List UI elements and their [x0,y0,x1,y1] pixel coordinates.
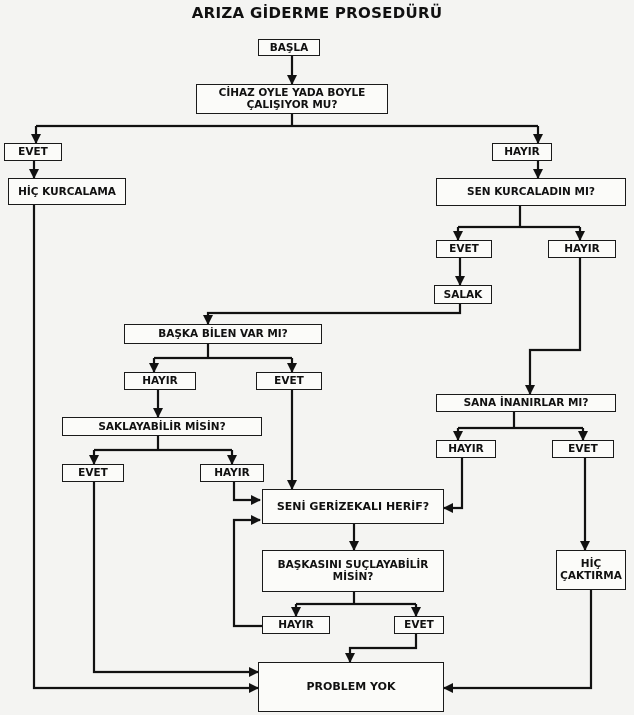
result-dont-touch: HİÇ KURCALAMA [8,178,126,205]
question-do-they-believe: SANA İNANIRLAR MI? [436,394,616,412]
question-anyone-else-knows: BAŞKA BİLEN VAR MI? [124,324,322,344]
answer-no-believe: HAYIR [436,440,496,458]
answer-no-working: HAYIR [492,143,552,161]
edge-salak-baskabilen [203,304,462,325]
answer-no-hide: HAYIR [200,464,264,482]
edge-kurcaladin-branch [458,206,580,229]
result-no-problem: PROBLEM YOK [258,662,444,712]
edge-q1-branch [36,114,538,128]
edge-baskabilen-branch [154,344,292,360]
edge-hayir5-gerizekali [443,458,464,513]
edge-kurcalama-problem [32,205,259,693]
answer-no-anyone: HAYIR [124,372,196,390]
result-dont-let-on: HİÇ ÇAKTIRMA [556,550,626,590]
start-node: BAŞLA [258,39,320,56]
answer-yes-tampered: EVET [436,240,492,258]
question-can-blame-others: BAŞKASINI SUÇLAYABİLİR MİSİN? [262,550,444,592]
diagram-title: ARIZA GİDERME PROSEDÜRÜ [191,4,443,22]
result-stupid: SALAK [434,285,492,304]
question-did-you-tamper: SEN KURCALADIN MI? [436,178,626,206]
answer-yes-blame: EVET [394,616,444,634]
edge-evet4-problem [92,482,259,677]
question-can-you-hide: SAKLAYABİLİR MİSİN? [62,417,262,436]
edge-suclayabilir-branch [296,592,416,606]
answer-yes-anyone: EVET [256,372,322,390]
question-device-working: CİHAZ OYLE YADA BOYLE ÇALIŞIYOR MU? [196,84,388,114]
edge-caktirma-problem [443,590,593,693]
answer-yes-working: EVET [4,143,62,161]
edge-inanirlar-branch [458,412,583,430]
answer-yes-believe: EVET [552,440,614,458]
answer-yes-hide: EVET [62,464,124,482]
edge-hayir2-inanirlar [525,258,582,395]
edge-hayir6-gerizekali-loop [232,515,262,628]
answer-no-tampered: HAYIR [548,240,616,258]
question-you-idiot: SENİ GERİZEKALI HERİF? [262,489,444,524]
edge-evet6-problem [345,634,418,663]
edge-hayir4-gerizekali [232,482,261,505]
edge-saklayabilir-branch [94,436,232,452]
answer-no-blame: HAYIR [262,616,330,634]
